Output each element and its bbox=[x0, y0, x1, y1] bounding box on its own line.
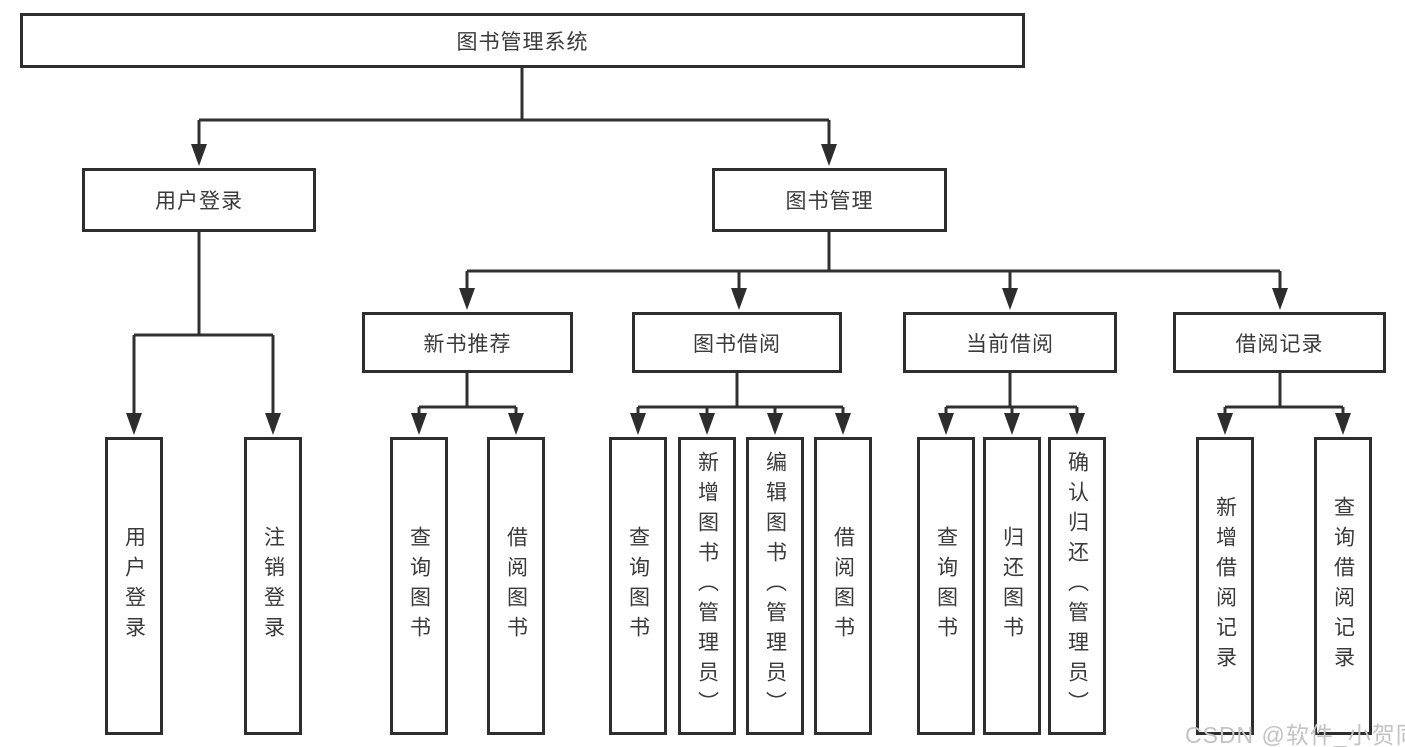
leaf-label: 借阅图书 bbox=[831, 526, 855, 646]
node-book-management: 图书管理 bbox=[712, 168, 947, 232]
leaf-label: 借阅图书 bbox=[504, 526, 528, 646]
connector-new-book bbox=[411, 373, 524, 435]
connector-book-management bbox=[459, 232, 1288, 310]
node-borrow-record: 借阅记录 bbox=[1173, 312, 1386, 373]
node-label: 当前借阅 bbox=[966, 332, 1054, 356]
leaf-query-book-2: 查询图书 bbox=[609, 437, 667, 735]
node-current-borrow: 当前借阅 bbox=[903, 312, 1117, 373]
node-user-login: 用户登录 bbox=[82, 168, 316, 232]
node-label: 借阅记录 bbox=[1235, 332, 1324, 356]
leaf-label: 查询图书 bbox=[934, 526, 958, 646]
leaf-label: 新增图书（管理员） bbox=[695, 451, 719, 721]
leaf-label: 归还图书 bbox=[1000, 526, 1024, 646]
node-library-management-system: 图书管理系统 bbox=[20, 13, 1025, 68]
node-label: 用户登录 bbox=[155, 190, 243, 213]
leaf-confirm-return-admin: 确认归还（管理员） bbox=[1048, 437, 1106, 735]
leaf-label: 确认归还（管理员） bbox=[1065, 451, 1089, 721]
connector-borrow-record bbox=[1217, 373, 1351, 435]
leaf-query-book-1: 查询图书 bbox=[390, 437, 448, 735]
leaf-label: 查询图书 bbox=[626, 526, 650, 646]
node-label: 图书借阅 bbox=[693, 332, 781, 356]
leaf-borrow-book-2: 借阅图书 bbox=[814, 437, 872, 735]
leaf-add-book-admin: 新增图书（管理员） bbox=[678, 437, 736, 735]
leaf-user-login: 用户登录 bbox=[105, 437, 163, 735]
leaf-label: 查询借阅记录 bbox=[1331, 496, 1355, 676]
connector-current-borrow bbox=[938, 373, 1085, 435]
leaf-query-borrow-record: 查询借阅记录 bbox=[1314, 437, 1372, 735]
leaf-query-book-3: 查询图书 bbox=[917, 437, 975, 735]
node-book-borrow: 图书借阅 bbox=[632, 312, 842, 373]
leaf-label: 编辑图书（管理员） bbox=[763, 451, 787, 721]
leaf-add-borrow-record: 新增借阅记录 bbox=[1196, 437, 1254, 735]
leaf-borrow-book-1: 借阅图书 bbox=[487, 437, 545, 735]
leaf-label: 新增借阅记录 bbox=[1213, 496, 1237, 676]
node-label: 图书管理系统 bbox=[456, 30, 589, 54]
leaf-edit-book-admin: 编辑图书（管理员） bbox=[746, 437, 804, 735]
node-label: 新书推荐 bbox=[423, 332, 512, 356]
connector-root bbox=[191, 68, 837, 166]
leaf-label: 用户登录 bbox=[122, 526, 146, 646]
csdn-watermark: CSDN @软件_小贺同学 bbox=[1185, 722, 1405, 747]
node-label: 图书管理 bbox=[785, 190, 874, 213]
leaf-label: 查询图书 bbox=[407, 526, 431, 646]
connector-user-login bbox=[126, 232, 281, 435]
leaf-logout: 注销登录 bbox=[244, 437, 302, 735]
leaf-label: 注销登录 bbox=[261, 526, 285, 646]
node-new-book-recommend: 新书推荐 bbox=[362, 312, 573, 373]
leaf-return-book: 归还图书 bbox=[983, 437, 1041, 735]
connector-book-borrow bbox=[630, 373, 851, 435]
